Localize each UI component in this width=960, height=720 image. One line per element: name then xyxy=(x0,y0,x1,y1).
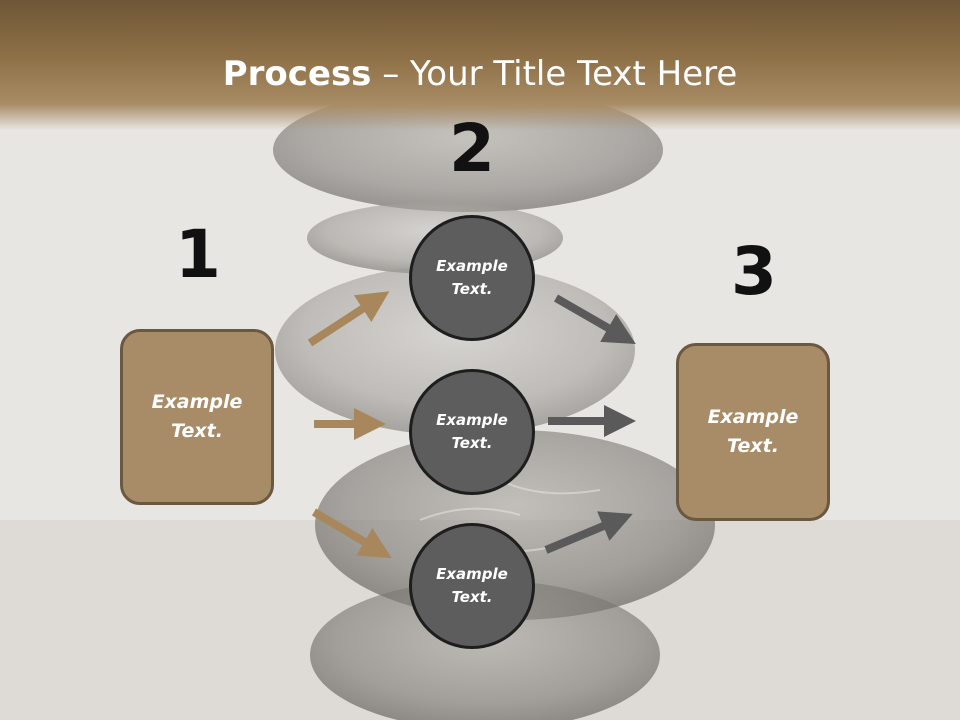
circle-top[interactable]: Example Text. xyxy=(409,215,535,341)
left-text-box[interactable]: Example Text. xyxy=(120,329,274,505)
left-box-label: Example Text. xyxy=(151,391,243,442)
step-number-3: 3 xyxy=(731,233,777,310)
step-number-1: 1 xyxy=(175,216,221,293)
circle-bottom-label: Example Text. xyxy=(436,565,508,606)
title-rest: – Your Title Text Here xyxy=(371,54,738,94)
arrow-left-up xyxy=(307,291,390,347)
title-bold: Process xyxy=(222,54,372,94)
right-text-box[interactable]: Example Text. xyxy=(676,343,830,521)
circle-middle-label: Example Text. xyxy=(436,411,508,452)
arrow-left-down xyxy=(311,508,392,559)
circle-top-label: Example Text. xyxy=(436,257,508,298)
arrow-right-up xyxy=(544,511,633,554)
slide-title[interactable]: Process – Your Title Text Here xyxy=(0,52,960,96)
right-box-label: Example Text. xyxy=(707,406,799,457)
stone-5 xyxy=(310,580,660,720)
arrow-right-down xyxy=(554,294,636,344)
title-bar xyxy=(0,0,960,130)
circle-bottom[interactable]: Example Text. xyxy=(409,523,535,649)
circle-middle[interactable]: Example Text. xyxy=(409,369,535,495)
step-number-2: 2 xyxy=(449,110,495,187)
